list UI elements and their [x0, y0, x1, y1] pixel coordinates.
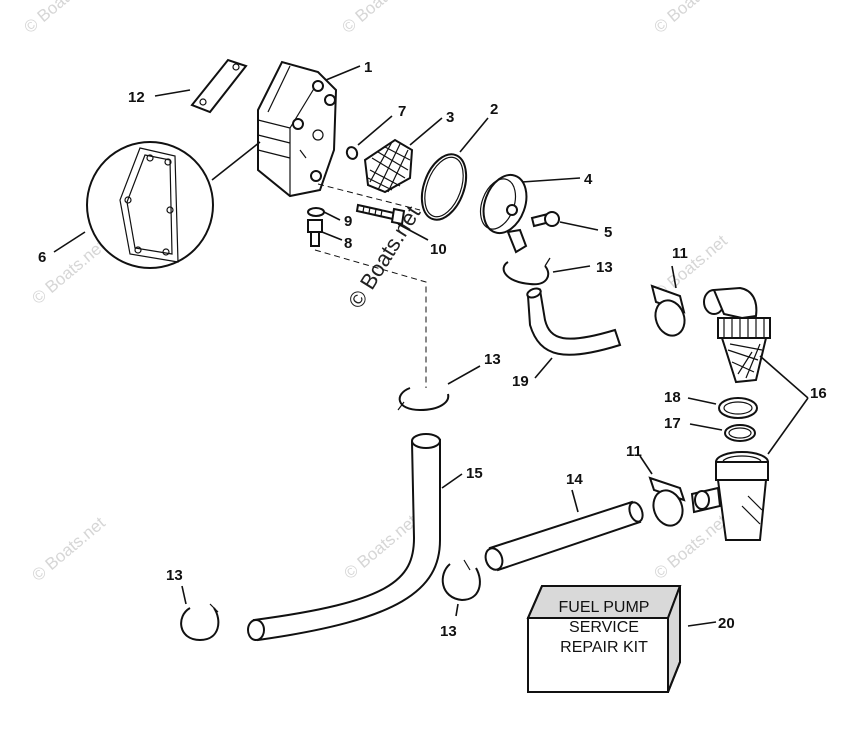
part-14-hose [484, 489, 644, 572]
callout-10: 10 [430, 241, 447, 258]
callout-8: 8 [344, 235, 352, 252]
callout-4: 4 [584, 171, 593, 188]
leader-line [687, 621, 717, 627]
part-11-clamp-lower [639, 455, 686, 527]
leader-line [689, 423, 723, 431]
leader-line [397, 223, 429, 241]
part-13-clamp-bottom-mid [441, 559, 481, 617]
leader-line [447, 365, 481, 385]
leader-line [325, 65, 361, 81]
callout-17: 17 [664, 415, 681, 432]
watermark-text: © Boats.net [28, 513, 109, 585]
callout-5: 5 [604, 224, 612, 241]
leader-line [455, 603, 459, 617]
callout-9: 9 [344, 213, 352, 230]
leader-line [534, 357, 553, 379]
leader-line [671, 265, 677, 289]
callout-20: 20 [718, 615, 735, 632]
part-6-gasket-detail [53, 141, 214, 269]
part-17-ring [689, 423, 756, 442]
part-13-clamp-bottom-left [180, 585, 220, 642]
kit-label-line2: SERVICE [569, 619, 639, 636]
part-2-large-o-ring [420, 117, 489, 221]
dashed-guide [314, 249, 427, 388]
part-7-o-ring [345, 115, 393, 160]
watermark-text: © Boats.net [650, 0, 731, 37]
part-19-hose [526, 287, 622, 379]
callout-12: 12 [128, 89, 145, 106]
part-4-cover [479, 173, 581, 254]
callout-1: 1 [364, 59, 372, 76]
callout-6: 6 [38, 249, 46, 266]
callout-13-middle: 13 [484, 351, 501, 368]
callout-16: 16 [810, 385, 827, 402]
callout-13-bottom-left: 13 [166, 567, 183, 584]
leader-line [181, 585, 187, 605]
callout-19: 19 [512, 373, 529, 390]
callout-11-lower: 11 [626, 443, 642, 460]
leader-line [559, 221, 599, 231]
callout-13-upper: 13 [596, 259, 613, 276]
callout-2: 2 [490, 101, 498, 118]
part-16-filter-upper [703, 286, 771, 384]
leader-line [459, 117, 489, 153]
watermark-text: © Boats.net [338, 0, 419, 37]
part-10-bolt [355, 203, 429, 241]
leader-line [441, 473, 463, 489]
leader-line [357, 115, 393, 146]
leader-line [687, 397, 717, 405]
leader-line [759, 355, 809, 399]
leader-line [154, 89, 191, 97]
callout-11-upper: 11 [672, 245, 688, 262]
center-watermark: © Boats.net [343, 202, 425, 313]
part-13-clamp-upper [502, 257, 591, 286]
leader-line [521, 177, 581, 183]
part-3-screen [363, 117, 443, 194]
part-13-clamp-middle [397, 365, 481, 412]
leader-line [552, 265, 591, 273]
watermark-text: © Boats.net [28, 236, 109, 308]
callout-7: 7 [398, 103, 406, 120]
leader-line [53, 231, 86, 253]
leader-line [211, 141, 261, 181]
leader-line [767, 397, 809, 455]
callout-13-bottom-mid: 13 [440, 623, 457, 640]
part-15-hose [247, 433, 463, 642]
part-16-filter-bowl [690, 355, 809, 541]
leader-line [409, 117, 443, 146]
part-11-clamp-upper [650, 265, 686, 337]
part-12-plate [154, 58, 248, 114]
part-1-fuel-pump [211, 60, 361, 198]
dashed-guide [317, 183, 421, 211]
kit-label-line1: FUEL PUMP [559, 599, 650, 616]
leader-line [639, 455, 653, 475]
leader-line [571, 489, 579, 513]
callout-3: 3 [446, 109, 454, 126]
watermark-text: © Boats.net [20, 0, 101, 37]
leader-line [323, 211, 341, 221]
callout-18: 18 [664, 389, 681, 406]
leader-line [321, 231, 343, 241]
kit-label-line3: REPAIR KIT [560, 639, 648, 656]
part-9-washer [307, 207, 341, 221]
callout-15: 15 [466, 465, 483, 482]
part-20-repair-kit [526, 585, 717, 693]
part-5-screw [530, 211, 599, 231]
part-18-ring [687, 397, 758, 419]
part-8-fitting [307, 219, 343, 247]
callout-14: 14 [566, 471, 583, 488]
